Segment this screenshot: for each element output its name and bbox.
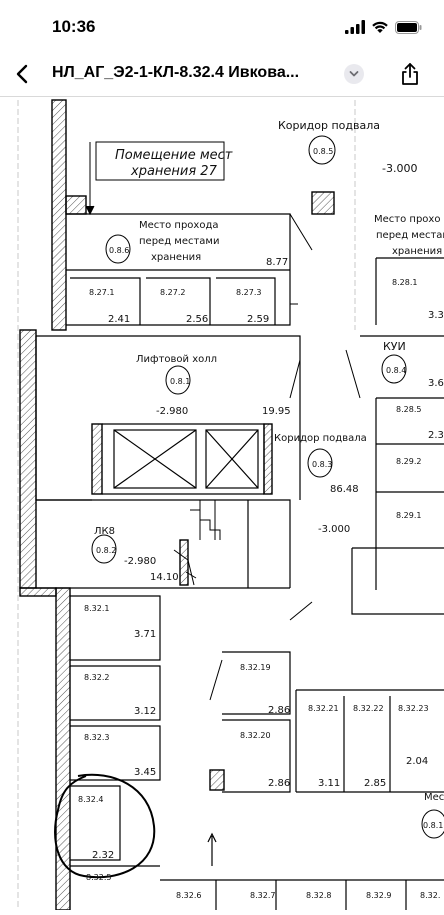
label-8326: 8.32.6 bbox=[176, 891, 201, 900]
chevron-down-icon bbox=[349, 71, 359, 77]
status-icons bbox=[345, 18, 422, 36]
label-8327: 8.32.7 bbox=[250, 891, 275, 900]
label-8285: 8.28.5 bbox=[396, 405, 421, 414]
title-expand-button[interactable] bbox=[344, 64, 364, 84]
label-286: 2.86 bbox=[268, 705, 290, 716]
label-082: 0.8.2 bbox=[96, 546, 116, 555]
label-083: 0.8.3 bbox=[312, 460, 332, 469]
callout-box bbox=[85, 141, 225, 216]
status-bar: 10:36 bbox=[0, 0, 444, 52]
label-area-1995: 19.95 bbox=[262, 406, 291, 417]
stair bbox=[173, 500, 221, 586]
floor-plan-view[interactable]: Помещение мест хранения 27 Коридор подва… bbox=[0, 97, 444, 911]
doors bbox=[209, 213, 361, 701]
label-285: 2.85 bbox=[364, 778, 386, 789]
walls bbox=[19, 99, 335, 911]
label-83219: 8.32.19 bbox=[240, 663, 271, 672]
arrow-up-marker bbox=[207, 832, 217, 866]
label-83222: 8.32.22 bbox=[353, 704, 384, 713]
label-086: 0.8.6 bbox=[109, 246, 129, 255]
label-8291: 8.29.1 bbox=[396, 511, 421, 520]
label-345: 3.45 bbox=[134, 767, 156, 778]
label-area-1410: 14.10 bbox=[150, 572, 179, 583]
status-time: 10:36 bbox=[52, 17, 96, 36]
label-lift-hall: Лифтовой холл bbox=[136, 354, 217, 365]
label-8321: 8.32.1 bbox=[84, 604, 109, 613]
label-83221: 8.32.21 bbox=[308, 704, 339, 713]
label-passage-right-3: хранения bbox=[392, 246, 442, 257]
label-lk8: ЛК8 bbox=[94, 526, 115, 537]
label-8281: 8.28.1 bbox=[392, 278, 417, 287]
label-level-2980b: -2.980 bbox=[124, 556, 156, 567]
label-36: 3.6 bbox=[428, 378, 444, 389]
label-8272: 8.27.2 bbox=[160, 288, 185, 297]
nav-bar: НЛ_АГ_Э2-1-КЛ-8.32.4 Ивкова... bbox=[0, 52, 444, 97]
label-area-877: 8.77 bbox=[266, 257, 288, 268]
label-corridor-mid: Коридор подвала bbox=[274, 433, 367, 444]
label-084: 0.8.4 bbox=[386, 366, 406, 375]
label-8329: 8.32.9 bbox=[366, 891, 391, 900]
label-311: 3.11 bbox=[318, 778, 340, 789]
battery-icon bbox=[395, 20, 422, 34]
label-level-3000b: -3.000 bbox=[318, 524, 350, 535]
label-23: 2.3 bbox=[428, 430, 444, 441]
wifi-icon bbox=[372, 21, 388, 33]
label-8328: 8.32.8 bbox=[306, 891, 331, 900]
label-passage-2: перед местами bbox=[139, 236, 219, 247]
label-085: 0.8.5 bbox=[313, 147, 333, 156]
share-button[interactable] bbox=[396, 60, 424, 88]
label-232: 2.32 bbox=[92, 850, 114, 861]
label-241: 2.41 bbox=[108, 314, 130, 325]
label-8271: 8.27.1 bbox=[89, 288, 114, 297]
grid-lines bbox=[17, 100, 356, 910]
document-title[interactable]: НЛ_АГ_Э2-1-КЛ-8.32.4 Ивкова... bbox=[52, 64, 300, 81]
label-081: 0.8.1 bbox=[170, 377, 190, 386]
room-markers bbox=[91, 135, 444, 839]
label-passage-1: Место прохода bbox=[139, 220, 218, 231]
label-8322: 8.32.2 bbox=[84, 673, 109, 682]
label-286b: 2.86 bbox=[268, 778, 290, 789]
label-8273: 8.27.3 bbox=[236, 288, 261, 297]
signal-icon bbox=[345, 20, 365, 34]
label-level-2980: -2.980 bbox=[156, 406, 188, 417]
callout-title: Помещение мест bbox=[115, 148, 233, 163]
label-passage-3: хранения bbox=[151, 252, 201, 263]
label-256: 2.56 bbox=[186, 314, 208, 325]
label-83220: 8.32.20 bbox=[240, 731, 271, 740]
label-8325: 8.32.5 bbox=[86, 873, 111, 882]
label-level-3000: -3.000 bbox=[382, 162, 417, 175]
chevron-left-icon bbox=[16, 64, 28, 84]
label-mes: Мес bbox=[424, 792, 444, 803]
label-83223: 8.32.23 bbox=[398, 704, 429, 713]
label-8292: 8.29.2 bbox=[396, 457, 421, 466]
label-corridor-top: Коридор подвала bbox=[278, 119, 380, 132]
label-832x: 8.32. bbox=[420, 891, 440, 900]
floor-plan-drawing: Помещение мест хранения 27 Коридор подва… bbox=[17, 99, 444, 911]
label-204: 2.04 bbox=[406, 756, 428, 767]
label-371: 3.71 bbox=[134, 629, 156, 640]
label-kui: КУИ bbox=[383, 340, 406, 353]
back-button[interactable] bbox=[8, 60, 36, 88]
highlight-circle bbox=[54, 773, 156, 879]
label-8323: 8.32.3 bbox=[84, 733, 109, 742]
label-passage-right-2: перед местам bbox=[376, 230, 444, 241]
callout-subtitle: хранения 27 bbox=[130, 164, 218, 179]
label-area-8648: 86.48 bbox=[330, 484, 359, 495]
partitions bbox=[35, 213, 444, 910]
label-passage-right-1: Место прохо bbox=[374, 214, 440, 225]
label-8324: 8.32.4 bbox=[78, 795, 103, 804]
label-33: 3.3 bbox=[428, 310, 444, 321]
share-icon bbox=[402, 63, 418, 85]
label-259: 2.59 bbox=[247, 314, 269, 325]
lift-shafts bbox=[113, 429, 259, 489]
label-312: 3.12 bbox=[134, 706, 156, 717]
label-0811: 0.8.11 bbox=[423, 821, 444, 830]
